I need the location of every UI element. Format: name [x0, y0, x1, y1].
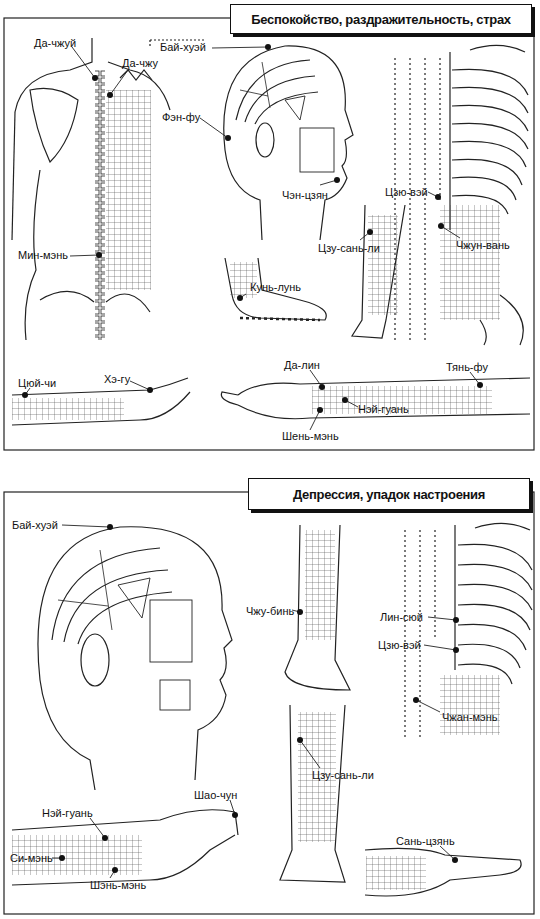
point-label: Фэн-фу: [162, 112, 200, 123]
point-label: Сань-цзянь: [396, 836, 455, 847]
leader-line: [52, 525, 456, 878]
point-label: Тянь-фу: [446, 362, 488, 373]
point-label: Да-чжу: [122, 58, 158, 69]
point-label: Шэнь-мэнь: [90, 880, 146, 891]
leader-line: [25, 47, 480, 430]
point-label: Шао-чун: [194, 790, 237, 801]
point-label: Цзю-вэй: [385, 187, 428, 198]
point-label: Цюй-чи: [18, 378, 56, 389]
panel-frame: [4, 18, 534, 450]
arm-figure: [12, 378, 190, 425]
heading-box: Депрессия, упадок настроения: [248, 478, 530, 510]
point-label: Чжан-мэнь: [442, 712, 498, 723]
hand-figure: [365, 848, 521, 896]
point-label: Бай-хуэй: [160, 42, 206, 53]
leg-figure: [285, 525, 350, 690]
point-label: Чэн-цзян: [282, 190, 328, 201]
point-label: Чжу-бинь: [246, 606, 294, 617]
point-label: Кунь-лунь: [250, 282, 301, 293]
back-figure: [12, 38, 205, 340]
heading-box: Беспокойство, раздражительность, страх: [230, 4, 532, 34]
panel-frame: [4, 492, 534, 914]
point-label: Да-чжуй: [34, 38, 76, 49]
leg-figure: [352, 205, 405, 338]
point-label: Хэ-гу: [104, 374, 130, 385]
point-label: Нэй-гуань: [358, 404, 409, 415]
point-label: Цзю-вэй: [378, 640, 421, 651]
leg-figure: [280, 705, 345, 882]
point-label: Си-мэнь: [10, 853, 53, 864]
heading-text: Беспокойство, раздражительность, страх: [251, 12, 511, 27]
point-label: Бай-хуэй: [12, 520, 58, 531]
head-profile: [38, 527, 232, 790]
heading-text: Депрессия, упадок настроения: [293, 487, 485, 502]
point-label: Шень-мэнь: [282, 431, 339, 442]
foot-figure: [225, 258, 326, 320]
point-label: Лин-сюй: [380, 612, 423, 623]
point-label: Нэй-гуань: [42, 808, 93, 819]
torso-ribcage: [405, 523, 532, 740]
acupoint-dot: [59, 524, 459, 873]
acupoint-dot: [22, 44, 483, 413]
arm-figure: [12, 810, 238, 885]
point-label: Мин-мэнь: [18, 250, 68, 261]
point-label: Цзу-сань-ли: [318, 243, 380, 254]
point-label: Цзу-сань-ли: [312, 770, 374, 781]
point-label: Да-лин: [284, 360, 320, 371]
point-label: Чжун-вань: [456, 240, 510, 251]
head-profile: [224, 46, 353, 240]
arm-figure: [221, 378, 530, 419]
